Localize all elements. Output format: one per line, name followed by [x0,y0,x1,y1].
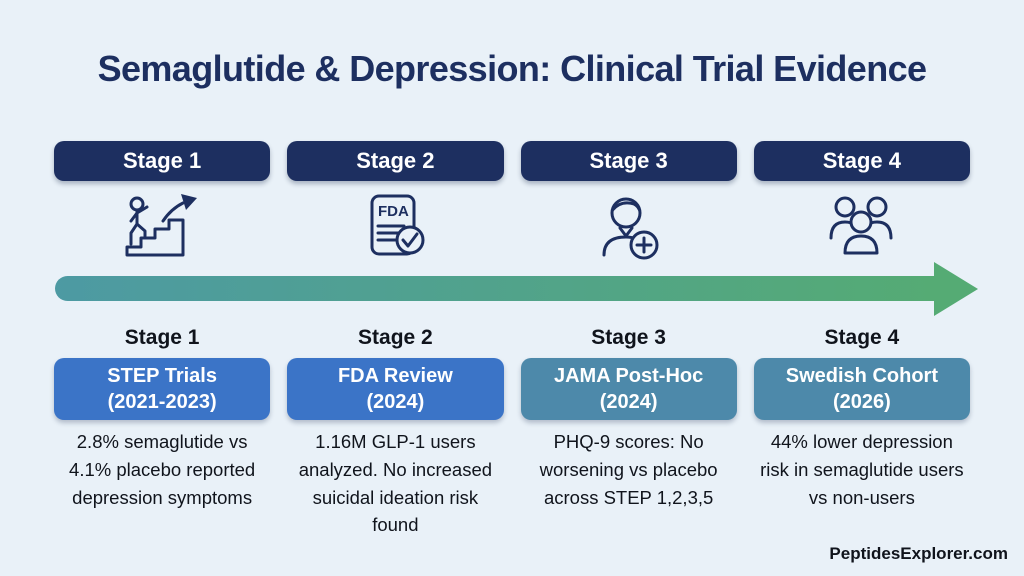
page-title: Semaglutide & Depression: Clinical Trial… [97,48,927,89]
stage-4-pill-label: Stage 4 [822,148,901,173]
stage-1-description: 2.8% semaglutide vs 4.1% placebo reporte… [69,431,256,508]
stage-1-label: Stage 1 [124,326,200,349]
stage-4-label: Stage 4 [824,326,900,349]
timeline-arrow-shaft [55,276,935,301]
stage-1-pill-label: Stage 1 [122,148,202,173]
stage-3-study-years: (2024) [599,391,658,413]
people-group-icon [754,190,970,264]
stage-2-label: Stage 2 [358,326,433,349]
stage-3-study-box: JAMA Post-Hoc (2024) [520,358,737,420]
stage-2-study-name: FDA Review [337,365,453,387]
patient-medical-cross-icon [521,190,737,264]
stage-4-study-name: Swedish Cohort [785,365,938,387]
stage-2-pill-label: Stage 2 [356,148,435,173]
stage-4-study-years: (2026) [832,391,891,413]
stage-3-pill: Stage 3 [520,141,737,181]
stage-icons-row: FDA [54,190,970,264]
stage-1-study-box: STEP Trials (2021-2023) [54,358,271,420]
site-watermark: PeptidesExplorer.com [829,544,1008,563]
study-boxes-row: STEP Trials (2021-2023) FDA Review (2024… [54,358,970,420]
stage-2-pill: Stage 2 [287,141,504,181]
stage-2-study-box: FDA Review (2024) [287,358,504,420]
fda-approval-document-icon: FDA [287,190,503,264]
stage-descriptions-row: 2.8% semaglutide vs 4.1% placebo reporte… [54,428,970,539]
stage-2-study-years: (2024) [366,391,425,413]
person-climbing-stairs-icon [54,190,270,264]
stage-2-description: 1.16M GLP-1 users analyzed. No increased… [298,431,493,536]
stage-4-pill: Stage 4 [753,141,970,181]
stage-pills-row: Stage 1 Stage 2 Stage 3 Stage 4 [54,141,970,181]
stage-4-study-box: Swedish Cohort (2026) [753,358,970,420]
stage-3-pill-label: Stage 3 [589,148,668,173]
stage-1-study-years: (2021-2023) [107,391,217,413]
stage-3-description: PHQ-9 scores: No worsening vs placebo ac… [539,431,718,508]
stage-3-study-name: JAMA Post-Hoc [553,365,704,387]
stage-4-description: 44% lower depression risk in semaglutide… [760,431,964,508]
stage-3-label: Stage 3 [591,326,666,349]
stage-1-pill: Stage 1 [54,141,271,181]
stage-labels-row: Stage 1 Stage 2 Stage 3 Stage 4 [54,326,970,352]
fda-icon-text: FDA [378,203,409,220]
timeline-arrow-head-icon [934,262,978,316]
stage-1-study-name: STEP Trials [107,365,217,387]
